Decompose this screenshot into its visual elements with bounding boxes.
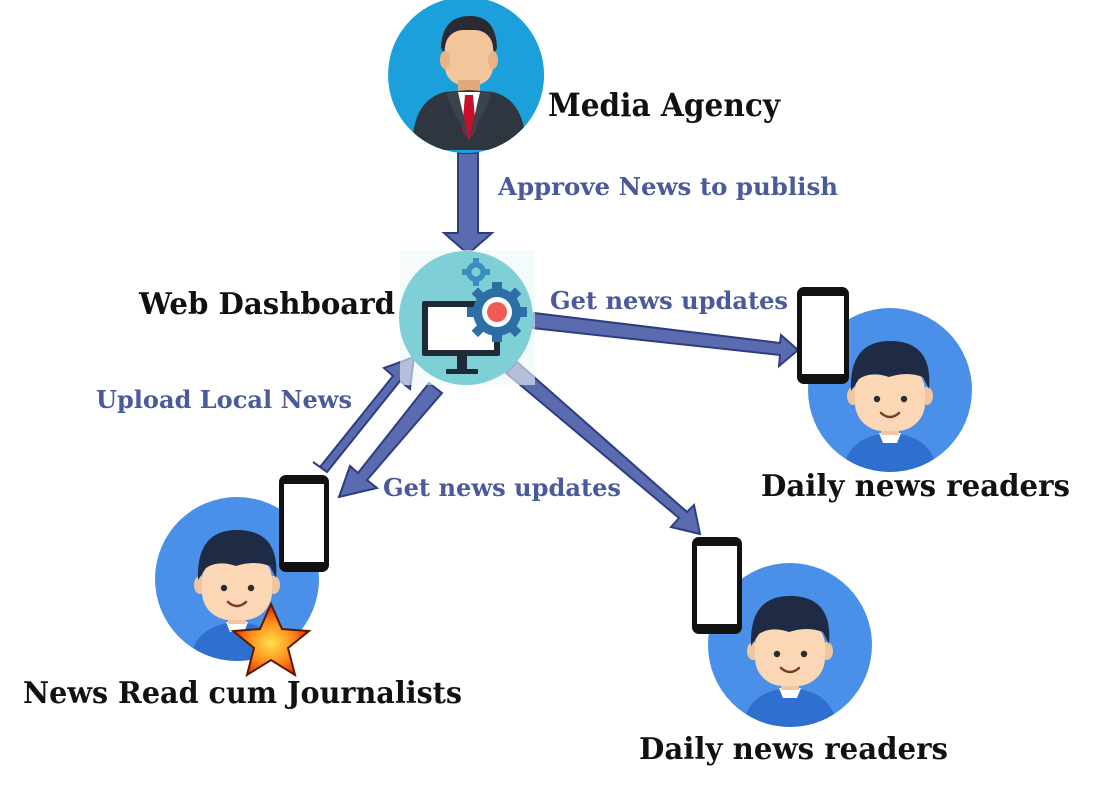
web-dashboard-label: Web Dashboard [138, 287, 395, 322]
arrow-dashboard-to-reader-right [530, 311, 800, 369]
gear-icon [467, 282, 527, 342]
upload-local-news-label: Upload Local News [96, 385, 352, 414]
star-icon [230, 601, 312, 678]
get-news-updates-label-journalist: Get news updates [383, 473, 621, 502]
phone-icon-reader-right [797, 287, 849, 384]
media-agency-label: Media Agency [548, 86, 781, 124]
arrow-journalist-to-dashboard [312, 355, 416, 474]
reader-bottom-node [708, 563, 872, 727]
small-gear-icon [462, 258, 490, 286]
phone-icon-reader-bottom [692, 537, 742, 634]
reader-right-label: Daily news readers [761, 469, 1070, 504]
approve-news-label: Approve News to publish [497, 172, 838, 201]
person-icon [743, 596, 837, 727]
get-news-updates-label-right: Get news updates [550, 286, 788, 315]
journalists-label: News Read cum Journalists [23, 676, 462, 711]
arrow-agency-to-dashboard [441, 152, 495, 256]
web-dashboard-node [399, 250, 535, 385]
businessman-icon [390, 0, 544, 153]
arrow-dashboard-to-reader-bottom [504, 360, 702, 536]
media-agency-node [388, 0, 544, 153]
person-icon [843, 341, 937, 472]
phone-icon-journalist [279, 475, 329, 572]
arrow-dashboard-to-journalist [337, 381, 444, 499]
reader-bottom-label: Daily news readers [639, 732, 948, 767]
